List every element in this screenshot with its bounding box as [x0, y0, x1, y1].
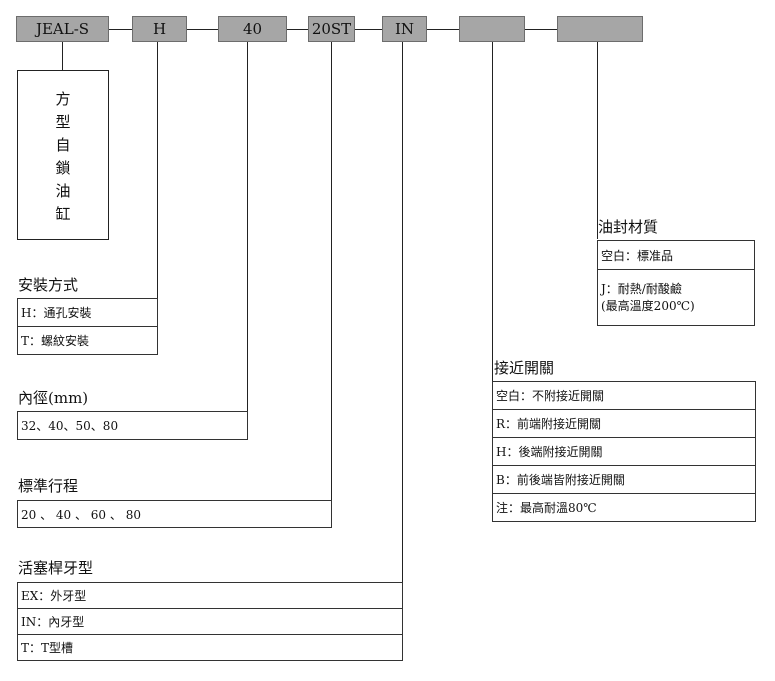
stroke-table: 20 、 40 、 60 、 80	[17, 500, 332, 528]
product-name-char: 鎖	[55, 159, 71, 177]
connector-line	[109, 29, 132, 30]
seal-table: 空白：標准品 J：耐熱/耐酸鹼 (最高溫度200℃)	[597, 240, 755, 326]
code-box-rod-thread: IN	[382, 16, 427, 42]
rod-thread-option: T：T型槽	[17, 634, 403, 661]
mounting-option: H：通孔安裝	[17, 298, 158, 327]
mounting-title: 安裝方式	[18, 276, 79, 294]
switch-option: B：前後端皆附接近開關	[492, 465, 756, 494]
seal-title: 油封材質	[598, 218, 659, 236]
switch-option: R：前端附接近開關	[492, 409, 756, 438]
product-name-box: 方 型 自 鎖 油 缸	[17, 70, 109, 240]
bore-option: 32、40、50、80	[17, 411, 248, 440]
rod-thread-title: 活塞桿牙型	[18, 559, 94, 577]
code-box-switch	[459, 16, 525, 42]
leader-line-mounting	[157, 42, 158, 298]
bore-title: 內徑(mm)	[18, 389, 89, 407]
rod-thread-option: EX：外牙型	[17, 582, 403, 609]
switch-table: 空白：不附接近開關 R：前端附接近開關 H：後端附接近開關 B：前後端皆附接近開…	[492, 381, 756, 522]
product-name-char: 自	[55, 136, 71, 154]
leader-line-rod-thread	[402, 42, 403, 582]
switch-option: H：後端附接近開關	[492, 437, 756, 466]
mounting-option: T：螺紋安裝	[17, 326, 158, 355]
switch-option: 注：最高耐溫80℃	[492, 493, 756, 522]
code-box-stroke: 20ST	[308, 16, 355, 42]
leader-line-bore	[247, 42, 248, 411]
seal-option-line: J：耐熱/耐酸鹼	[601, 281, 682, 296]
connector-line	[525, 29, 557, 30]
switch-title: 接近開關	[494, 359, 555, 377]
leader-line-stroke	[331, 42, 332, 500]
product-name-char: 缸	[55, 205, 71, 223]
connector-line	[287, 29, 308, 30]
rod-thread-table: EX：外牙型 IN：內牙型 T：T型槽	[17, 582, 403, 661]
code-box-model: JEAL-S	[16, 16, 109, 42]
leader-line-model	[62, 42, 63, 70]
leader-line-switch	[492, 42, 493, 381]
switch-option: 空白：不附接近開關	[492, 381, 756, 410]
product-name-char: 方	[55, 90, 71, 108]
seal-option: 空白：標准品	[597, 240, 755, 270]
bore-table: 32、40、50、80	[17, 411, 248, 440]
rod-thread-option: IN：內牙型	[17, 608, 403, 635]
stroke-option: 20 、 40 、 60 、 80	[17, 500, 332, 528]
connector-line	[187, 29, 218, 30]
stroke-title: 標準行程	[18, 477, 79, 495]
seal-option-multiline: J：耐熱/耐酸鹼 (最高溫度200℃)	[597, 269, 755, 326]
code-box-bore: 40	[218, 16, 287, 42]
seal-option-line: (最高溫度200℃)	[601, 298, 695, 313]
connector-line	[427, 29, 459, 30]
connector-line	[355, 29, 382, 30]
code-box-mounting: H	[132, 16, 187, 42]
mounting-table: H：通孔安裝 T：螺紋安裝	[17, 298, 158, 355]
product-name-char: 油	[55, 182, 71, 200]
code-box-seal	[557, 16, 643, 42]
product-name-char: 型	[55, 113, 71, 131]
leader-line-seal	[597, 42, 598, 239]
